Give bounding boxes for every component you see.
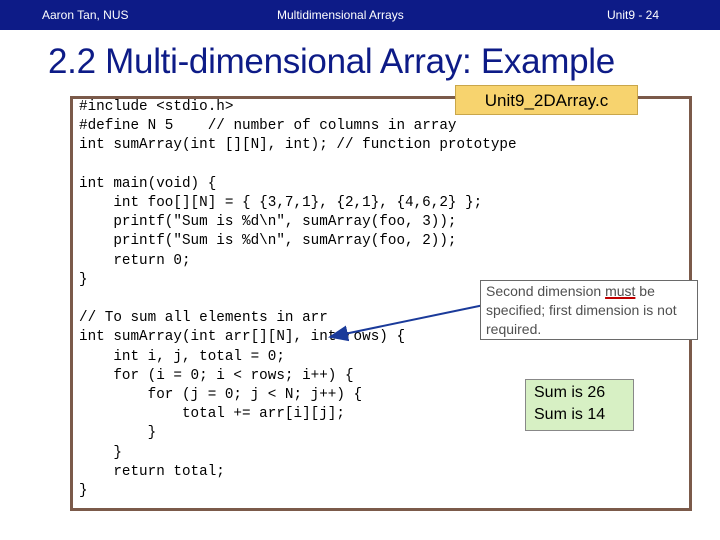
code-line: for (i = 0; i < rows; i++) {	[79, 367, 354, 384]
code-line: int main(void) {	[79, 175, 217, 192]
note-text: be specified; first dimension is not req…	[486, 283, 677, 337]
header-bar: Aaron Tan, NUS Multidimensional Arrays U…	[0, 0, 720, 30]
code-line: total += arr[i][j];	[79, 406, 345, 423]
code-comment: // number of columns in array	[207, 118, 457, 135]
code-line: int sumArray(int [][N], int);	[79, 137, 337, 154]
format-specifier: %d\n	[242, 233, 277, 250]
filename-tag: Unit9_2DArray.c	[455, 85, 638, 115]
code-line: ", sumArray(foo, 2));	[276, 233, 457, 250]
code-line: for (j = 0; j < N; j++) {	[79, 387, 363, 404]
output-line: Sum is 14	[534, 406, 606, 423]
code-line: int foo[][N] = { {3,7,1}, {2,1}, {4,6,2}…	[79, 195, 483, 212]
note-emphasis: must	[605, 283, 636, 299]
author-label: Aaron Tan, NUS	[42, 8, 129, 22]
code-line: ", sumArray(foo, 3));	[276, 214, 457, 231]
topic-label: Multidimensional Arrays	[277, 8, 404, 22]
code-comment: // function prototype	[336, 137, 517, 154]
code-line: }	[79, 483, 88, 500]
program-output: Sum is 26 Sum is 14	[525, 379, 634, 431]
format-specifier: %d\n	[242, 214, 277, 231]
code-line: #include <stdio.h>	[79, 99, 234, 115]
code-line: }	[79, 271, 88, 288]
page-number: Unit9 - 24	[607, 8, 660, 22]
output-line: Sum is 26	[534, 384, 606, 401]
note-text: Second dimension	[486, 283, 606, 299]
code-line: return total;	[79, 463, 225, 480]
code-line: }	[79, 444, 122, 461]
code-line: #define N 5	[79, 118, 208, 135]
callout-note: Second dimension must be specified; firs…	[480, 280, 698, 340]
code-comment: // To sum all elements in arr	[79, 310, 328, 327]
code-line: int i, j, total = 0;	[79, 348, 285, 365]
code-line: printf("Sum is	[79, 214, 243, 231]
code-listing: #include <stdio.h> #define N 5 // number…	[79, 98, 517, 501]
code-line: printf("Sum is	[79, 233, 243, 250]
code-line: }	[79, 425, 157, 442]
slide-title: 2.2 Multi-dimensional Array: Example	[48, 42, 615, 81]
code-line: return 0;	[79, 252, 191, 269]
code-line: int sumArray(int arr[][N], int rows) {	[79, 329, 406, 346]
